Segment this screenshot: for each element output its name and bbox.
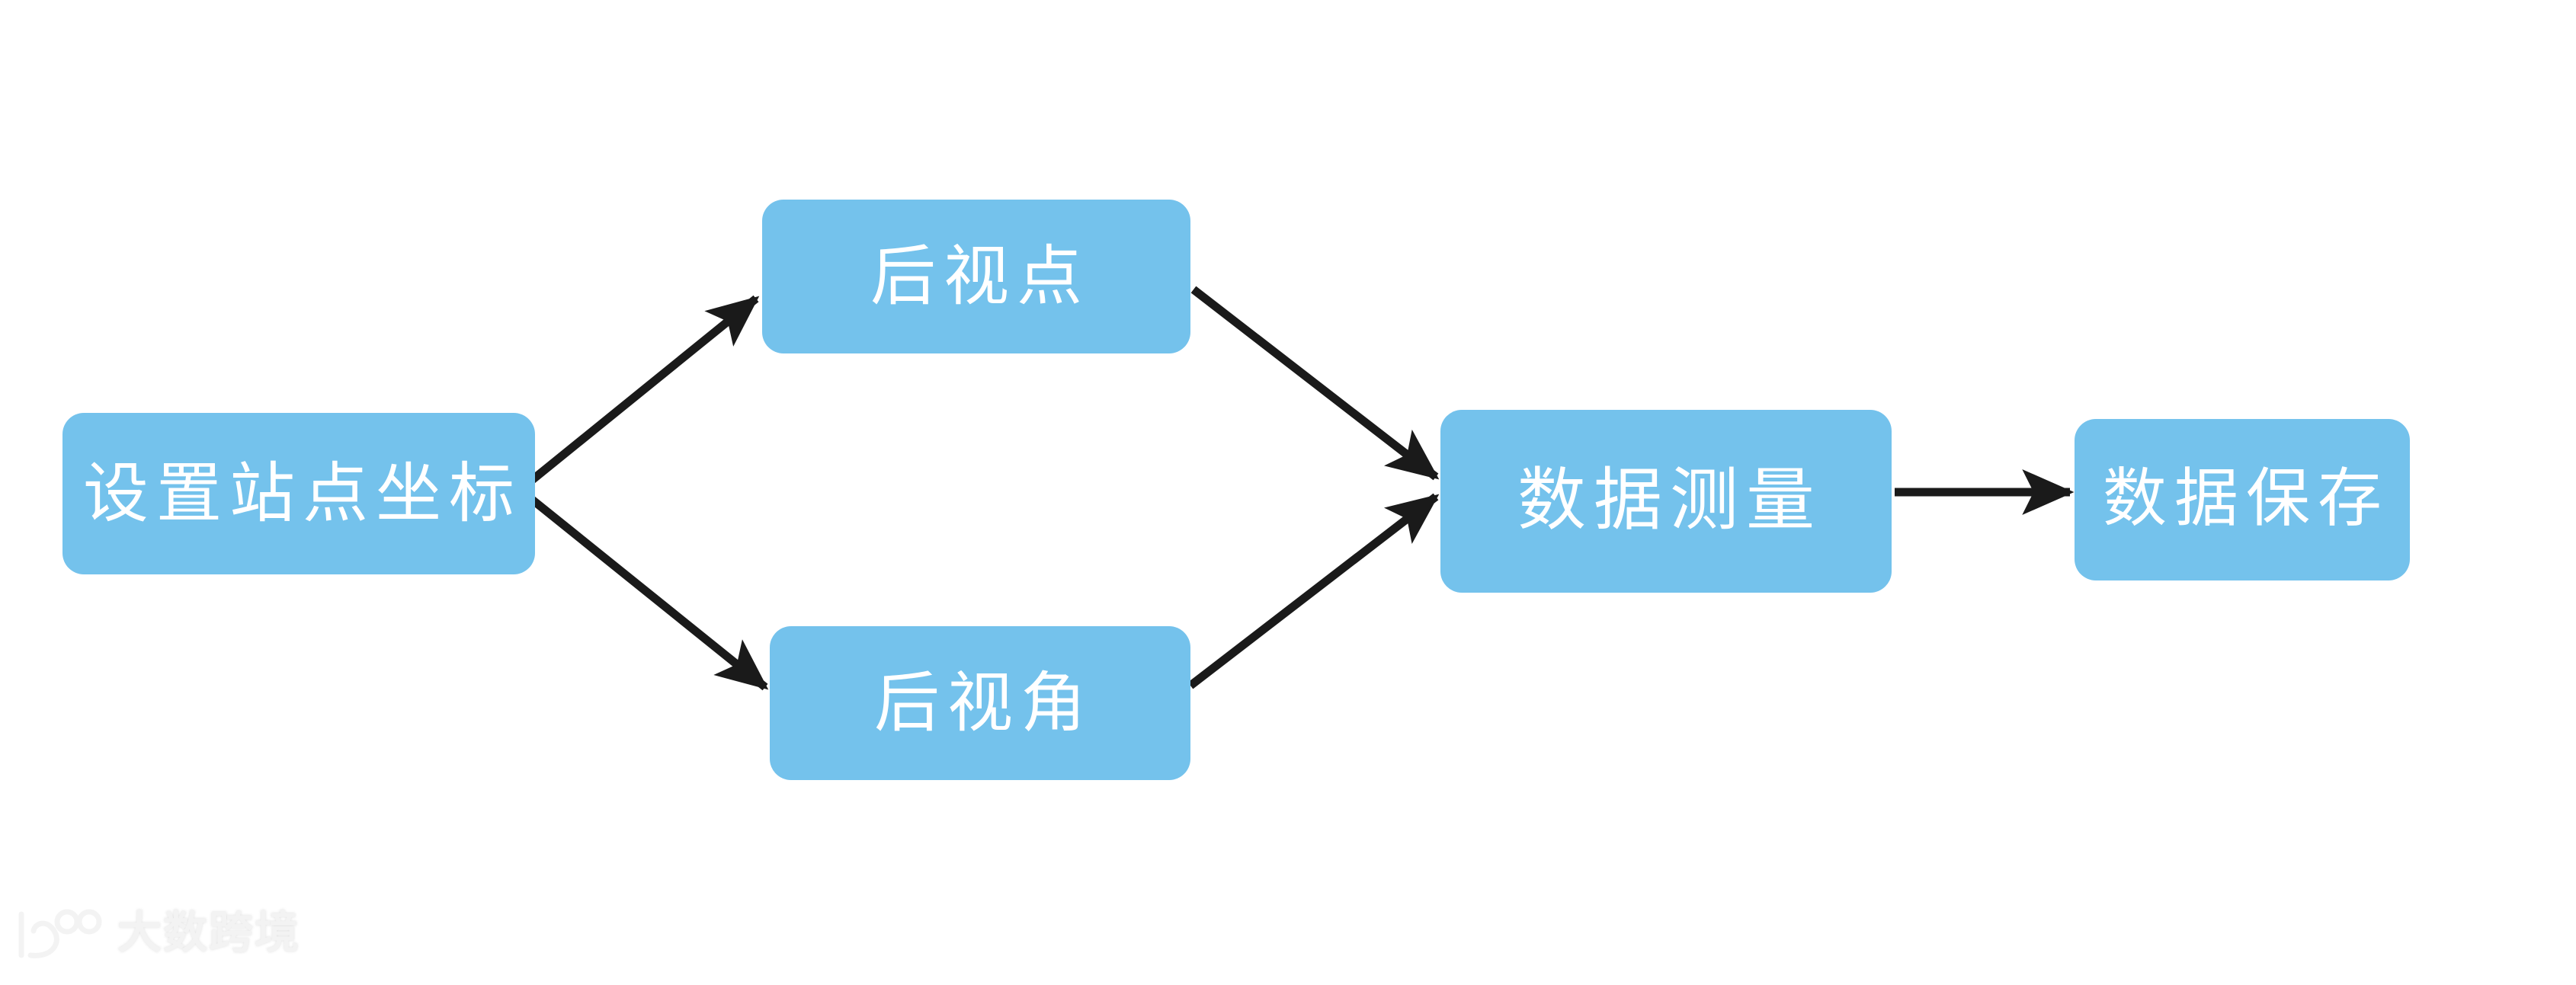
edge-backsight-point-to-data-measure	[1190, 286, 1440, 481]
watermark: 大数跨境	[14, 905, 300, 961]
node-label: 数据测量	[1517, 463, 1822, 539]
node-data-save[interactable]: 数据保存	[2075, 419, 2410, 580]
node-label: 设置站点坐标	[83, 457, 522, 530]
watermark-brand-text: 大数跨境	[117, 908, 301, 958]
node-set-station-coordinates[interactable]: 设置站点坐标	[62, 413, 535, 574]
node-label: 后视点	[870, 240, 1090, 313]
node-backsight-point[interactable]: 后视点	[762, 200, 1190, 353]
brand-logo-icon	[14, 905, 105, 961]
edge-set-station-to-backsight-point	[520, 295, 760, 491]
node-data-measurement[interactable]: 数据测量	[1440, 410, 1892, 593]
edge-set-station-to-backsight-angle	[520, 488, 769, 691]
node-backsight-angle[interactable]: 后视角	[770, 626, 1190, 780]
node-label: 数据保存	[2102, 464, 2389, 535]
edge-backsight-angle-to-data-measure	[1187, 493, 1440, 689]
node-label: 后视角	[874, 667, 1094, 740]
